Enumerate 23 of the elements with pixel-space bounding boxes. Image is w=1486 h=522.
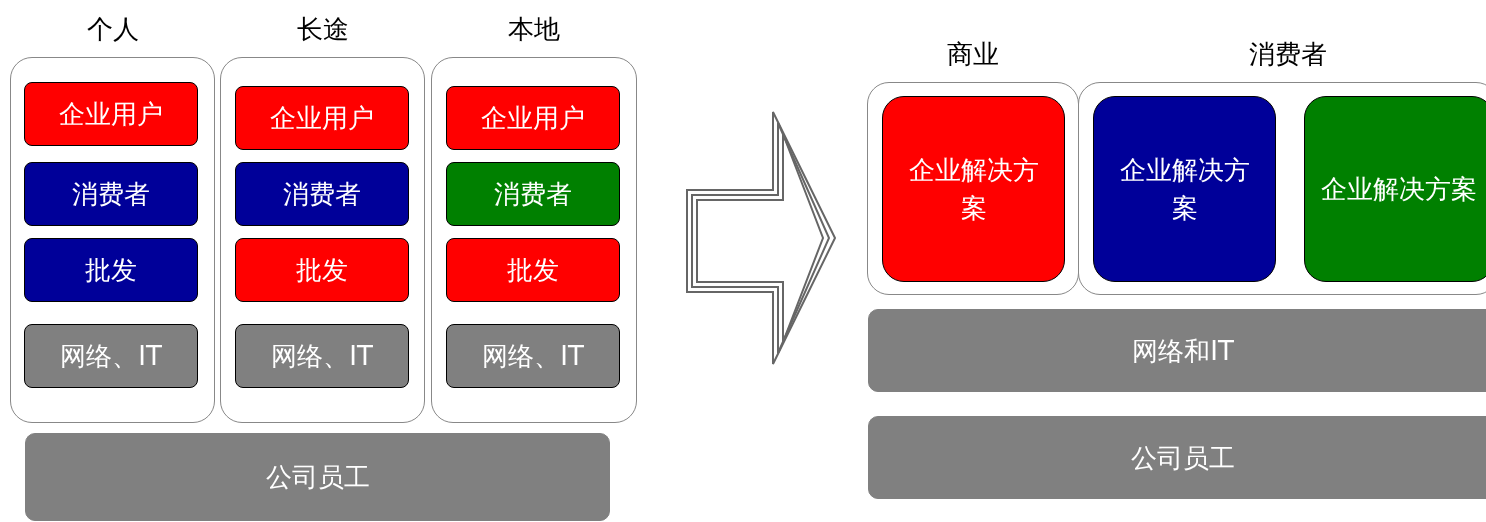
layer-bar: 企业用户	[235, 86, 409, 150]
solution-block: 企业解决方案	[1093, 96, 1276, 282]
layer-bar: 批发	[446, 238, 620, 302]
layer-bar: 企业用户	[24, 82, 198, 146]
solution-block: 企业解决方案	[1304, 96, 1486, 282]
layer-bar: 消费者	[446, 162, 620, 226]
layer-bar: 企业用户	[446, 86, 620, 150]
group-heading: 长途	[295, 13, 350, 46]
group-heading: 本地	[507, 13, 561, 46]
layer-bar: 消费者	[24, 162, 198, 226]
group-heading: 个人	[85, 13, 140, 46]
layer-bar: 消费者	[235, 162, 409, 226]
layer-bar: 公司员工	[868, 416, 1486, 499]
layer-bar: 网络、IT	[235, 324, 409, 388]
layer-bar: 批发	[235, 238, 409, 302]
layer-bar: 批发	[24, 238, 198, 302]
group-heading: 消费者	[1248, 38, 1328, 71]
layer-bar: 网络、IT	[24, 324, 198, 388]
layer-bar: 公司员工	[25, 433, 610, 521]
layer-bar: 网络、IT	[446, 324, 620, 388]
group-heading: 商业	[946, 38, 1000, 71]
layer-bar: 网络和IT	[868, 309, 1486, 392]
solution-block: 企业解决方案	[882, 96, 1065, 282]
